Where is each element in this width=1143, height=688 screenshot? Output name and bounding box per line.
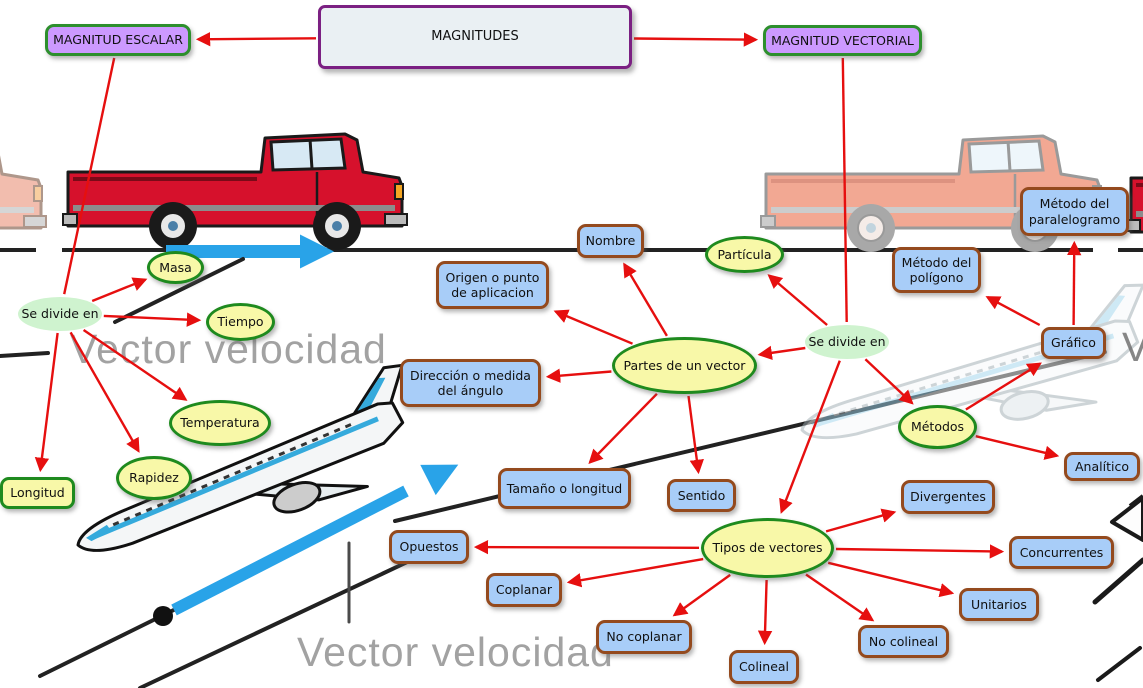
- node-label: Tipos de vectores: [712, 540, 823, 556]
- watermark-vector-velocidad-bottom: Vector velocidad: [297, 629, 614, 675]
- node-coplanar[interactable]: Coplanar: [486, 573, 562, 607]
- node-rapidez[interactable]: Rapidez: [116, 456, 192, 500]
- node-tiempo[interactable]: Tiempo: [206, 303, 275, 341]
- node-tamano[interactable]: Tamaño o longitud: [498, 468, 631, 509]
- node-particula[interactable]: Partícula: [705, 236, 784, 273]
- velocity-arrow-truck: [166, 234, 334, 269]
- node-sentido[interactable]: Sentido: [667, 479, 736, 512]
- node-label: Origen o punto de aplicacion: [445, 269, 540, 300]
- node-label: Masa: [159, 259, 192, 275]
- node-vectorial[interactable]: MAGNITUD VECTORIAL: [763, 25, 922, 56]
- node-divergentes[interactable]: Divergentes: [901, 480, 995, 514]
- node-label: Longitud: [10, 485, 65, 501]
- node-label: Colineal: [738, 659, 790, 675]
- node-label: Método del paralelogramo: [1028, 196, 1121, 227]
- node-nombre[interactable]: Nombre: [577, 224, 644, 258]
- node-label: MAGNITUDES: [431, 29, 519, 45]
- node-label: Concurrentes: [1019, 544, 1104, 560]
- airplane-fragment-right: [1092, 494, 1143, 682]
- node-grafico[interactable]: Gráfico: [1041, 327, 1106, 359]
- node-paralelogramo[interactable]: Método del paralelogramo: [1020, 187, 1129, 236]
- node-colineal[interactable]: Colineal: [729, 650, 799, 684]
- node-label: Método del polígono: [901, 254, 972, 285]
- node-unitarios[interactable]: Unitarios: [959, 588, 1039, 621]
- node-label: Partícula: [717, 246, 772, 262]
- node-label: Métodos: [910, 419, 965, 435]
- node-label: Gráfico: [1051, 335, 1096, 351]
- node-label: MAGNITUD ESCALAR: [53, 32, 183, 48]
- node-metodos[interactable]: Métodos: [898, 405, 977, 449]
- node-concurrentes[interactable]: Concurrentes: [1009, 536, 1114, 569]
- node-label: Se divide en: [21, 306, 99, 322]
- node-label: Tamaño o longitud: [506, 480, 623, 496]
- node-direccion[interactable]: Dirección o medida del ángulo: [400, 359, 541, 407]
- node-label: Temperatura: [180, 415, 260, 431]
- node-masa[interactable]: Masa: [147, 251, 204, 284]
- node-label: Unitarios: [971, 596, 1027, 612]
- velocity-arrow-plane: [153, 449, 467, 626]
- node-label: Coplanar: [495, 582, 553, 598]
- node-label: Se divide en: [808, 334, 886, 350]
- node-label: Partes de un vector: [623, 357, 746, 373]
- node-sediv_r[interactable]: Se divide en: [805, 325, 889, 359]
- node-label: MAGNITUD VECTORIAL: [771, 32, 914, 48]
- node-label: No colineal: [868, 633, 939, 649]
- node-temperatura[interactable]: Temperatura: [169, 400, 271, 446]
- node-poligono[interactable]: Método del polígono: [892, 247, 981, 293]
- watermark-vector-velocidad-right-partial: V: [1122, 324, 1143, 370]
- node-tipos[interactable]: Tipos de vectores: [701, 518, 834, 578]
- node-label: Nombre: [585, 233, 636, 249]
- node-label: Analítico: [1075, 458, 1129, 474]
- node-label: Sentido: [677, 487, 726, 503]
- node-partes[interactable]: Partes de un vector: [612, 337, 757, 394]
- node-sediv_l[interactable]: Se divide en: [18, 297, 102, 331]
- node-label: Dirección o medida del ángulo: [410, 367, 531, 398]
- node-label: Rapidez: [129, 470, 179, 486]
- node-analitico[interactable]: Analítico: [1064, 452, 1140, 481]
- node-label: Opuestos: [399, 539, 459, 555]
- node-escalar[interactable]: MAGNITUD ESCALAR: [45, 24, 191, 56]
- node-longitud[interactable]: Longitud: [0, 477, 75, 509]
- node-origen[interactable]: Origen o punto de aplicacion: [436, 261, 549, 309]
- node-magnitudes[interactable]: MAGNITUDES: [318, 5, 632, 69]
- node-opuestos[interactable]: Opuestos: [389, 530, 469, 564]
- node-label: No coplanar: [606, 629, 682, 645]
- node-nocoplanar[interactable]: No coplanar: [596, 620, 692, 654]
- node-label: Tiempo: [217, 314, 264, 330]
- node-nocolineal[interactable]: No colineal: [858, 625, 949, 658]
- node-label: Divergentes: [910, 489, 986, 505]
